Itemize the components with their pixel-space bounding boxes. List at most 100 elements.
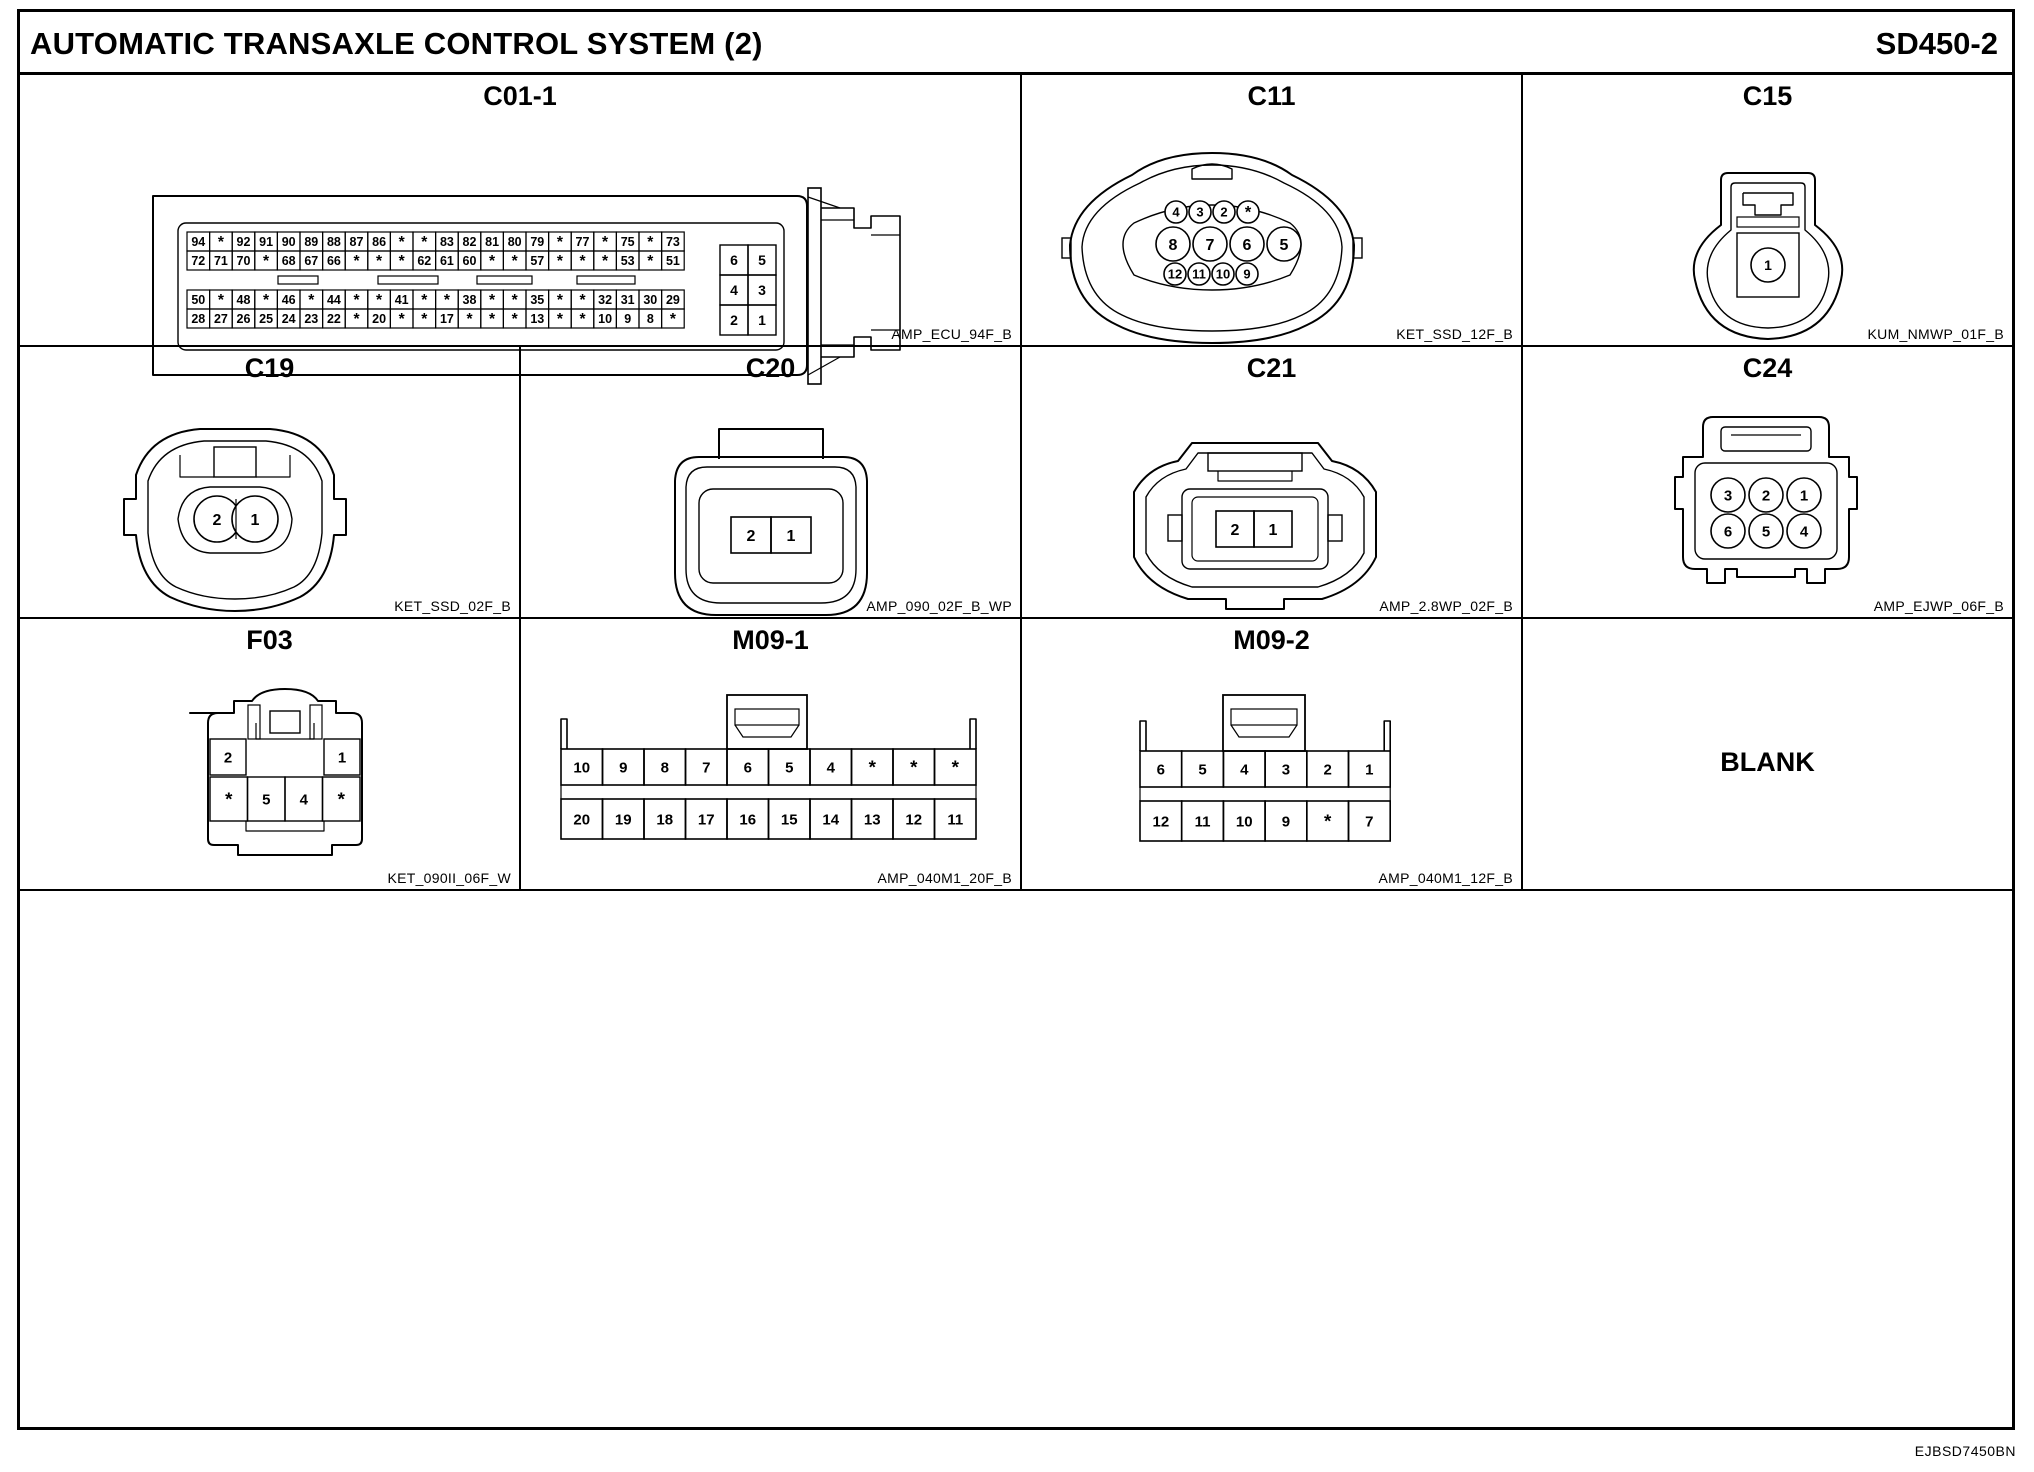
pin-number: 94 (191, 235, 205, 249)
unused-pin-marker: * (218, 292, 225, 309)
pin-number: 3 (758, 282, 766, 298)
pin-number: 62 (417, 254, 431, 268)
unused-pin-marker: * (489, 253, 496, 270)
pin-cavity (1236, 200, 1260, 224)
pin-number: 3 (1282, 761, 1290, 778)
pin-number: 4 (300, 791, 309, 808)
pin-number: 10 (1216, 267, 1230, 282)
pin-number: 1 (1764, 257, 1772, 273)
pin-cavity (1211, 262, 1235, 286)
pin-number: 5 (262, 791, 270, 808)
pin-number: 6 (1157, 761, 1165, 778)
pin-number: 23 (304, 312, 318, 326)
pin-number: 50 (191, 293, 205, 307)
pin-number: 31 (621, 293, 635, 307)
pin-number: 9 (1243, 267, 1250, 282)
part-number: AMP_090_02F_B_WP (866, 598, 1012, 614)
connector-inner-wall (1145, 452, 1365, 588)
unused-pin-marker: * (353, 311, 360, 328)
pin-number: 53 (621, 254, 635, 268)
pin-cavity (1786, 513, 1822, 549)
unused-pin-marker: * (308, 292, 315, 309)
pin-number: 68 (282, 254, 296, 268)
pin-field-border (177, 486, 293, 554)
connector-name: C15 (1742, 81, 1793, 111)
pin-cavity (1187, 262, 1211, 286)
pin-cavity (660, 308, 685, 329)
pin-number: 2 (1231, 522, 1240, 539)
latch-slot (734, 708, 800, 726)
pin-number: 86 (372, 235, 386, 249)
pin-number: 9 (1282, 813, 1290, 830)
latch-detail-line (807, 196, 841, 209)
pin-number: 1 (1269, 522, 1278, 539)
unused-pin-marker: * (353, 253, 360, 270)
pin-cavity (660, 250, 685, 271)
pin-number: 6 (1243, 237, 1252, 254)
pin-number: 5 (1280, 237, 1289, 254)
pin-number: 4 (730, 282, 738, 298)
connector-latch (718, 428, 824, 459)
latch-slot (1736, 216, 1800, 228)
pin-number: 88 (327, 235, 341, 249)
drawing-code: EJBSD7450BN (1914, 1443, 2016, 1459)
pin-number: 18 (656, 811, 673, 828)
unused-pin-marker: * (512, 253, 519, 270)
pin-cavity (1164, 200, 1188, 224)
connector-housing (1674, 416, 1858, 584)
pin-number: 57 (530, 254, 544, 268)
pin-number: 44 (327, 293, 341, 307)
keying-rib (245, 821, 325, 832)
unused-pin-marker: * (376, 292, 383, 309)
pin-number: 6 (1724, 523, 1732, 540)
guide-post (969, 718, 977, 749)
pin-number: 4 (1240, 761, 1249, 778)
pin-number: 2 (730, 312, 738, 328)
sheet-header: AUTOMATIC TRANSAXLE CONTROL SYSTEM (2) S… (20, 12, 2012, 75)
pin-number: 15 (781, 811, 798, 828)
pin-number: 12 (1153, 813, 1170, 830)
pin-number: 29 (666, 293, 680, 307)
part-number: AMP_EJWP_06F_B (1873, 598, 2004, 614)
pin-number: 28 (191, 312, 205, 326)
pin-number: 38 (463, 293, 477, 307)
pin-cavity-square (1736, 232, 1800, 298)
pin-field-border (177, 222, 785, 351)
pin-number: 13 (864, 811, 881, 828)
pin-number: 20 (573, 811, 590, 828)
unused-pin-marker: * (338, 788, 346, 809)
pin-cavity (1212, 200, 1236, 224)
pin-cavity (231, 495, 279, 543)
pin-number: 61 (440, 254, 454, 268)
pin-cavity (1748, 477, 1784, 513)
connector-inner-wall (685, 466, 857, 604)
unused-pin-marker: * (579, 253, 586, 270)
connector-housing (189, 688, 363, 856)
pin-cavity (1163, 262, 1187, 286)
pin-number: 12 (905, 811, 922, 828)
pin-number: 19 (615, 811, 632, 828)
pin-number: 2 (1323, 761, 1331, 778)
pin-number: 22 (327, 312, 341, 326)
pin-number: 13 (530, 312, 544, 326)
pin-field-inner (1191, 496, 1319, 562)
pin-number: 2 (1220, 205, 1227, 220)
unused-pin-marker: * (557, 253, 564, 270)
connector-housing (1692, 172, 1844, 340)
pin-field-border (1122, 204, 1302, 291)
unused-pin-marker: * (399, 311, 406, 328)
pin-number: 67 (304, 254, 318, 268)
pin-number: 1 (338, 749, 346, 766)
pin-number: 6 (744, 759, 752, 776)
pin-number: 82 (463, 235, 477, 249)
unused-pin-marker: * (218, 234, 225, 251)
connector-latch (269, 710, 301, 734)
pin-number: 80 (508, 235, 522, 249)
unused-pin-marker: * (512, 311, 519, 328)
pin-number: 1 (251, 512, 260, 529)
pin-number: 26 (237, 312, 251, 326)
pin-number: 8 (647, 312, 654, 326)
